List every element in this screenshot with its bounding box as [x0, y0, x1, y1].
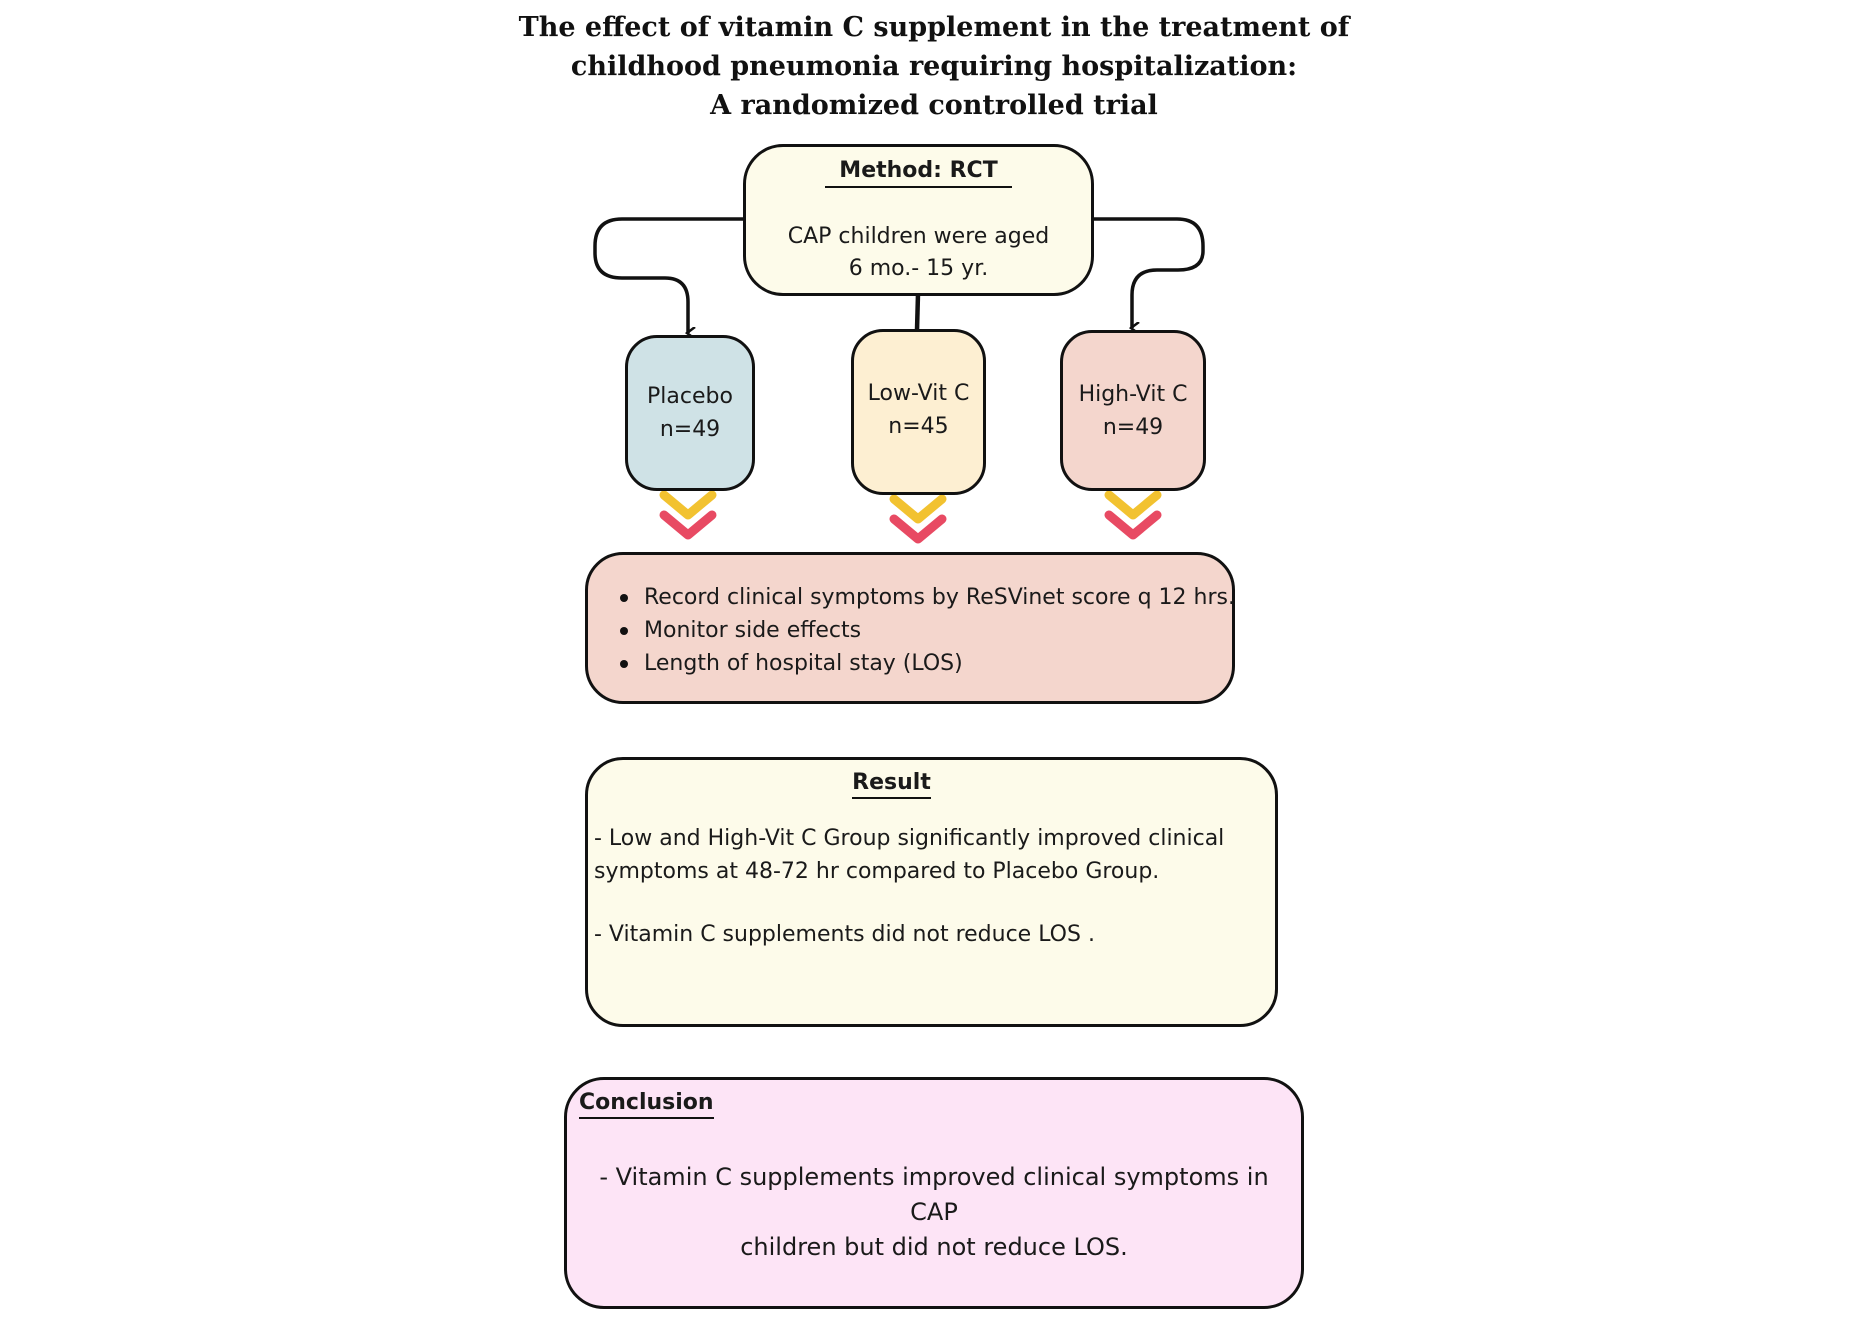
result-finding-1-line-2: symptoms at 48-72 hr compared to Placebo…: [594, 859, 1160, 884]
outcome-list: Record clinical symptoms by ReSVinet sco…: [616, 581, 1235, 680]
low-vit-c-chevron-bottom-icon: [889, 514, 947, 544]
result-finding-2: - Vitamin C supplements did not reduce L…: [594, 922, 1095, 947]
method-population: CAP children were aged: [787, 224, 1050, 249]
method-age-range: 6 mo.- 15 yr.: [848, 256, 989, 281]
placebo-chevron-top-icon: [659, 490, 717, 520]
high-vit-c-count: n=49: [1102, 414, 1164, 440]
method-box: Method: RCT CAP children were aged 6 mo.…: [743, 144, 1094, 296]
title-line-3: A randomized controlled trial: [710, 90, 1158, 121]
outcome-item: Monitor side effects: [616, 614, 1235, 647]
low-vit-c-group-box: Low-Vit C n=45: [851, 329, 986, 495]
result-box: Result - Low and High-Vit C Group signif…: [585, 757, 1278, 1027]
connector-to-placebo: [593, 217, 745, 333]
low-vit-c-label: Low-Vit C: [867, 381, 970, 406]
result-finding-1-line-1: - Low and High-Vit C Group significantly…: [594, 826, 1225, 851]
title-line-2: childhood pneumonia requiring hospitaliz…: [570, 51, 1298, 82]
diagram-title: The effect of vitamin C supplement in th…: [434, 8, 1434, 125]
high-vit-c-chevron-top-icon: [1104, 490, 1162, 520]
connector-to-low-vit: [914, 293, 921, 331]
connector-to-high-vit: [1092, 217, 1205, 328]
outcome-measures-box: Record clinical symptoms by ReSVinet sco…: [585, 552, 1235, 704]
placebo-group-box: Placebo n=49: [625, 335, 755, 491]
title-line-1: The effect of vitamin C supplement in th…: [518, 12, 1350, 43]
method-heading: Method: RCT: [825, 158, 1012, 188]
conclusion-box: Conclusion - Vitamin C supplements impro…: [564, 1077, 1304, 1309]
high-vit-c-label: High-Vit C: [1078, 381, 1188, 407]
outcome-item: Record clinical symptoms by ReSVinet sco…: [616, 581, 1235, 614]
low-vit-c-count: n=45: [888, 414, 949, 439]
high-vit-c-chevron-bottom-icon: [1104, 510, 1162, 540]
outcome-item: Length of hospital stay (LOS): [616, 647, 1235, 680]
result-heading: Result: [852, 770, 931, 799]
conclusion-line-1: - Vitamin C supplements improved clinica…: [599, 1163, 1269, 1226]
placebo-label: Placebo: [647, 384, 733, 409]
placebo-chevron-bottom-icon: [659, 510, 717, 540]
conclusion-heading: Conclusion: [579, 1090, 714, 1119]
conclusion-line-2: children but did not reduce LOS.: [740, 1233, 1128, 1261]
high-vit-c-group-box: High-Vit C n=49: [1060, 330, 1206, 491]
placebo-count: n=49: [659, 417, 721, 442]
low-vit-c-chevron-top-icon: [889, 494, 947, 524]
